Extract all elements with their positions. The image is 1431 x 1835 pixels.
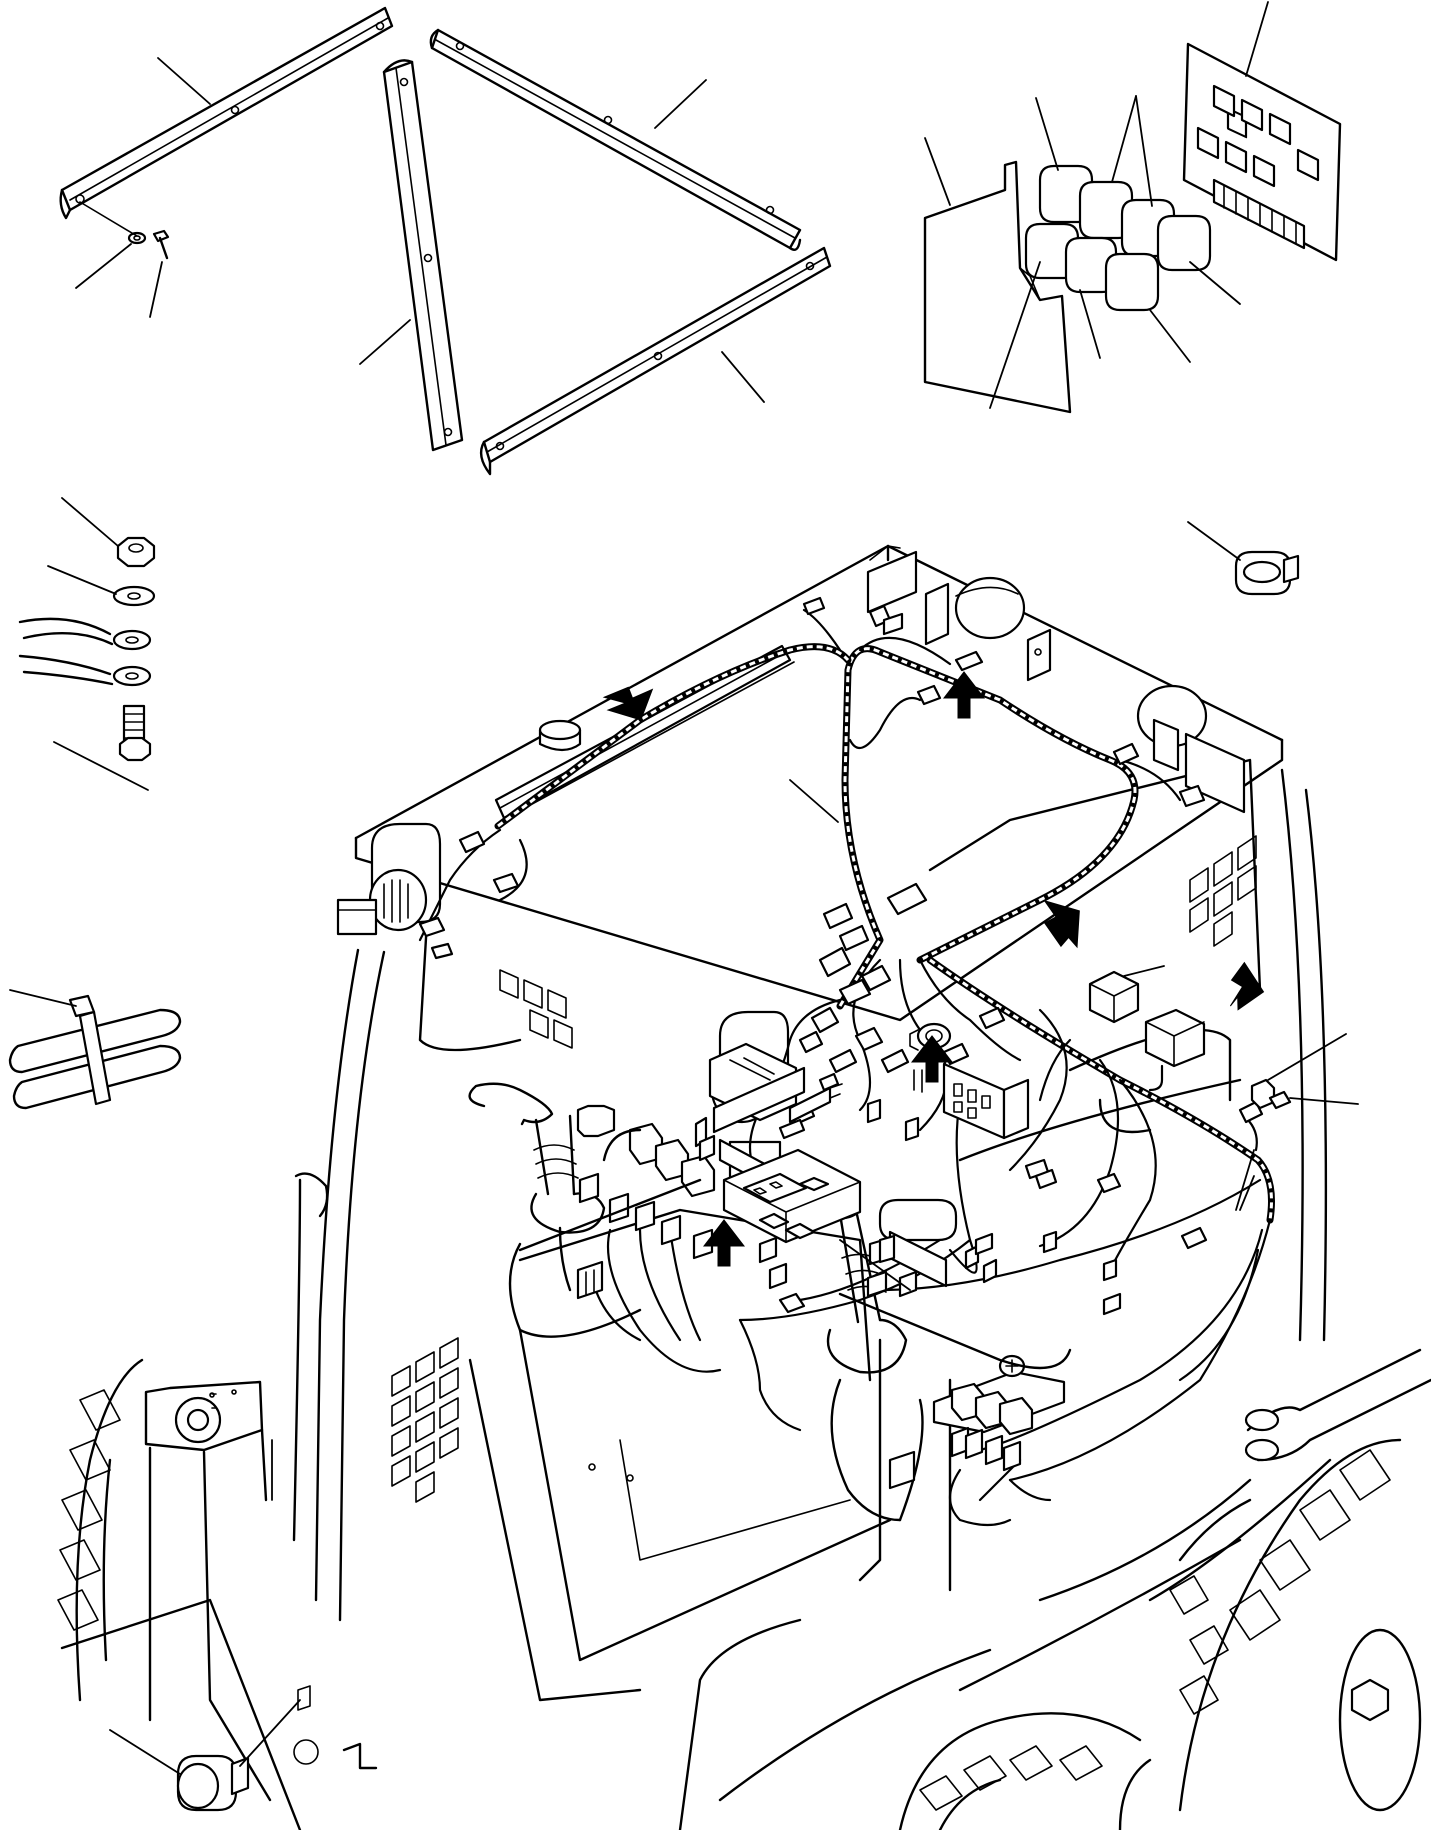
control-module-2 [1144,1008,1206,1092]
callout-leaders [789,779,1255,1291]
vent-grille-rear-left [499,969,573,1049]
control-module-1 [1088,965,1165,1024]
fat-arrow-icon-small [913,1069,923,1093]
center-fuse-module [942,1062,1030,1140]
left-side-console [518,1128,1072,1370]
work-lamp-rear-left [866,550,1026,646]
front-tire-right [1169,1438,1422,1812]
rail-top-right [429,28,802,251]
rail-bottom-horizontal [479,246,832,476]
branch-wires [418,608,1272,1527]
fat-arrow-icon [1229,961,1265,1011]
cable-tie-detail [8,989,182,1110]
front-tire-left [57,1358,144,1702]
right-wall-sensor [1250,1033,1359,1110]
work-lamp-front-left [336,822,442,936]
front-panel-left [60,1439,378,1832]
cab-roof [354,544,1284,1022]
vent-grille-side [391,1337,459,1503]
rear-tire-tread [898,1712,1152,1832]
pressure-switch-top [1187,521,1300,596]
relay-box-assembly [923,95,1241,414]
fat-arrow-icon [602,686,654,721]
center-switch-round [909,1022,952,1051]
ignition-key [694,1072,843,1162]
rail-vertical [359,59,464,452]
fat-arrow-icon [942,671,986,719]
washer-and-screw [75,201,170,318]
main-harness [494,643,1275,1224]
cab-rear-wall [418,758,1262,1162]
fuse-board [1182,1,1342,262]
pressure-switch-bottom [109,1699,301,1812]
vent-grille-rear-right [1189,835,1257,947]
cab-pillars [292,768,1328,1622]
cab-floor-and-seat-base [468,1208,1252,1832]
rail-top-left [59,6,394,220]
display-panel [722,1148,862,1244]
fat-arrow-icon [910,1035,954,1083]
joystick-right [788,1170,924,1522]
switch-panel-left [576,1122,716,1300]
fat-arrow-icon [1043,899,1080,949]
terminal-stack [18,497,156,791]
loader-arm-left [144,1380,272,1802]
fat-arrow-icon [702,1219,746,1267]
relay-block [1024,164,1212,312]
loader-arm-right [1148,1348,1431,1602]
roof-cap [538,719,582,752]
rear-wall-connector-cluster [822,902,870,952]
rear-plug [1026,628,1052,682]
right-console-controls [758,1198,958,1298]
